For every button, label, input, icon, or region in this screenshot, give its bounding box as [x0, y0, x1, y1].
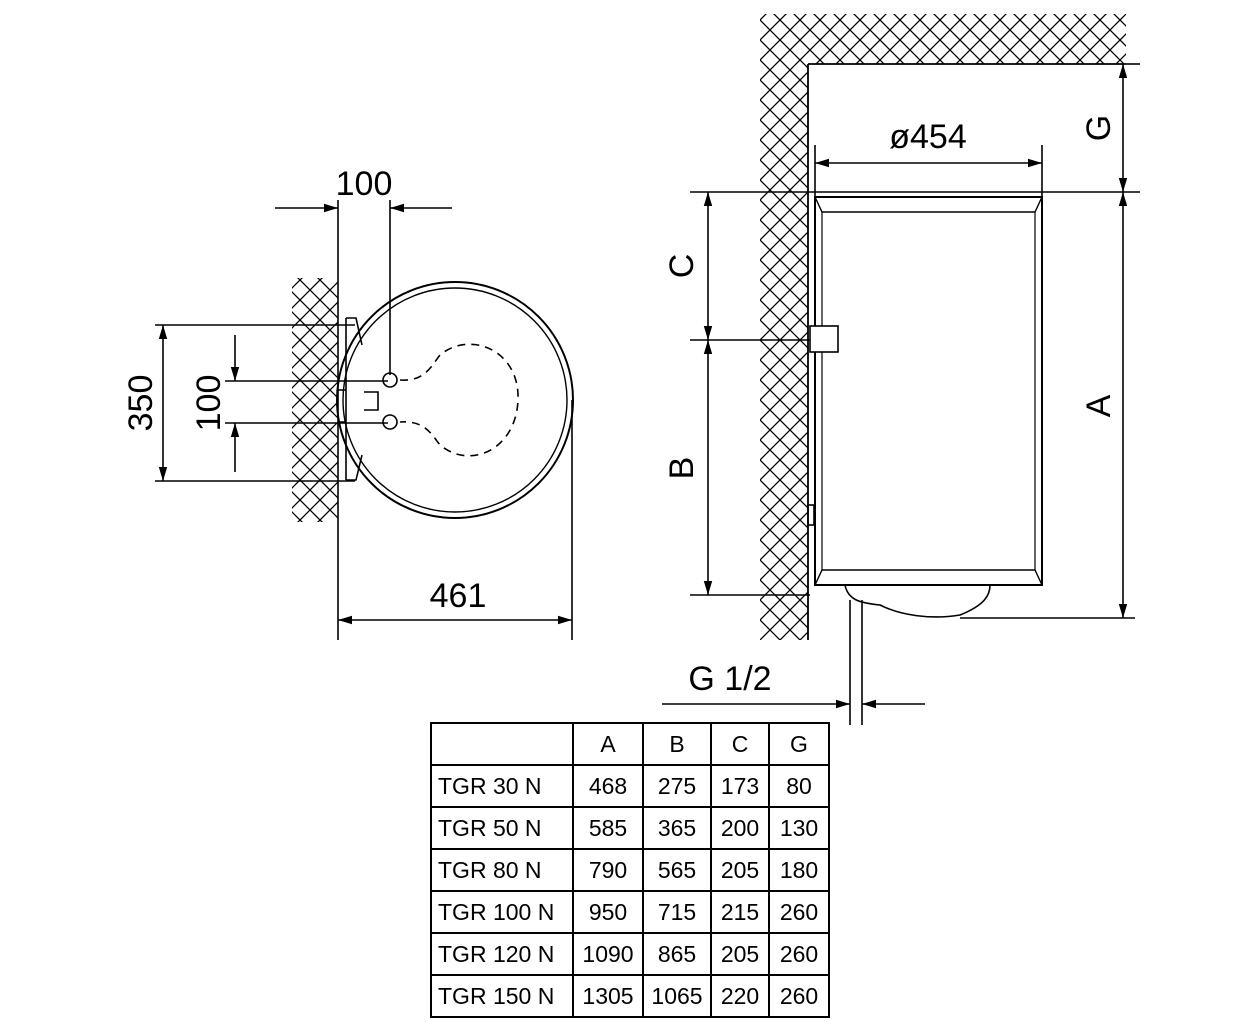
table-cell: 215: [710, 890, 770, 934]
table-cell: 220: [710, 974, 770, 1018]
dimensions-table: A B C G TGR 30 N 468 275 173 80 TGR 50 N…: [430, 722, 830, 1018]
dim-label-B: B: [663, 457, 701, 480]
table-header-cell: B: [642, 722, 712, 766]
pipe-connection-top: [382, 372, 398, 388]
table-cell: 260: [768, 890, 830, 934]
mount-bracket-side: [809, 325, 839, 353]
model-cell: TGR 80 N: [430, 848, 574, 892]
table-header-cell: [430, 722, 574, 766]
model-cell: TGR 120 N: [430, 932, 574, 976]
model-cell: TGR 50 N: [430, 806, 574, 850]
mounting-bracket: [338, 318, 347, 480]
table-row: TGR 120 N 1090 865 205 260: [430, 932, 830, 976]
table-row: TGR 30 N 468 275 173 80: [430, 764, 830, 808]
table-cell: 865: [642, 932, 712, 976]
table-header-cell: A: [572, 722, 644, 766]
table-cell: 205: [710, 848, 770, 892]
table-cell: 1305: [572, 974, 644, 1018]
ceiling-hatch: [808, 14, 1126, 64]
dim-label-G: G: [1080, 115, 1118, 141]
table-header-cell: G: [768, 722, 830, 766]
side-view: [662, 14, 1140, 725]
table-cell: 715: [642, 890, 712, 934]
table-header-cell: C: [710, 722, 770, 766]
table-row: TGR 80 N 790 565 205 180: [430, 848, 830, 892]
table-row: TGR 150 N 1305 1065 220 260: [430, 974, 830, 1018]
model-cell: TGR 150 N: [430, 974, 574, 1018]
dim-label-diameter: ø454: [889, 118, 967, 156]
bottom-cover: [844, 584, 991, 618]
tank-body: [814, 196, 1043, 586]
table-cell: 180: [768, 848, 830, 892]
table-cell: 80: [768, 764, 830, 808]
model-cell: TGR 30 N: [430, 764, 574, 808]
table-row: TGR 50 N 585 365 200 130: [430, 806, 830, 850]
table-cell: 950: [572, 890, 644, 934]
table-cell: 565: [642, 848, 712, 892]
table-cell: 365: [642, 806, 712, 850]
table-cell: 585: [572, 806, 644, 850]
table-cell: 200: [710, 806, 770, 850]
dim-label-C: C: [663, 254, 701, 279]
dim-label-350: 350: [122, 375, 160, 432]
hidden-heater-outline: [399, 343, 519, 457]
dim-label-A: A: [1080, 394, 1118, 417]
table-cell: 260: [768, 932, 830, 976]
wall-hatch-side: [760, 14, 808, 640]
dim-label-461: 461: [430, 577, 487, 615]
table-cell: 260: [768, 974, 830, 1018]
wall-hatch-top-view: [292, 278, 338, 522]
table-cell: 1065: [642, 974, 712, 1018]
table-cell: 173: [710, 764, 770, 808]
model-cell: TGR 100 N: [430, 890, 574, 934]
top-view: [155, 200, 574, 640]
table-cell: 275: [642, 764, 712, 808]
table-cell: 130: [768, 806, 830, 850]
tank-outline-top: [336, 281, 574, 519]
table-header-row: A B C G: [430, 722, 830, 766]
dim-label-100-vertical: 100: [190, 375, 228, 432]
table-cell: 790: [572, 848, 644, 892]
pipe-connection-bottom: [382, 414, 398, 430]
dim-label-100-horizontal: 100: [336, 165, 393, 203]
table-cell: 468: [572, 764, 644, 808]
table-cell: 205: [710, 932, 770, 976]
table-row: TGR 100 N 950 715 215 260: [430, 890, 830, 934]
table-cell: 1090: [572, 932, 644, 976]
dim-label-thread: G 1/2: [688, 660, 771, 698]
